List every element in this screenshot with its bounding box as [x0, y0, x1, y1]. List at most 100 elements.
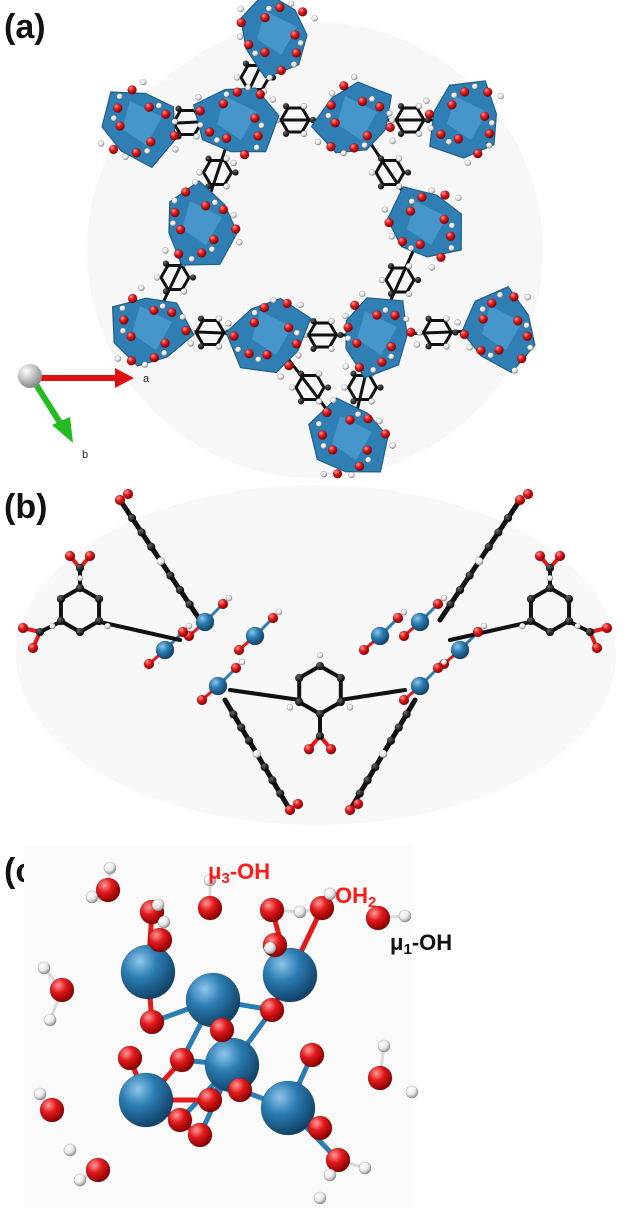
oxygen-atom [260, 47, 270, 58]
panel-b: (b) [4, 485, 616, 825]
oxygen-atom [309, 895, 335, 921]
oxygen-atom [352, 798, 364, 810]
hydrogen-atom [233, 74, 241, 81]
hydrogen-atom [368, 95, 376, 103]
carbon-atom [282, 102, 290, 110]
oxygen-atom [351, 338, 362, 349]
hydrogen-atom [443, 343, 450, 350]
carbon-atom [350, 398, 357, 405]
oxygen-atom [358, 644, 370, 656]
metal-cluster-polyhedron [454, 286, 536, 374]
oxygen-atom [276, 65, 287, 76]
hydrogen-atom [119, 327, 127, 335]
carbon-atom [494, 528, 503, 537]
oxygen-atom [262, 349, 272, 360]
carbon-atom [455, 585, 465, 595]
oxygen-atom [432, 598, 444, 610]
carbon-atom [425, 315, 432, 322]
oxygen-atom [181, 325, 191, 336]
hydrogen-atom [208, 245, 216, 253]
oxygen-atom [436, 129, 446, 140]
oxygen-atom [292, 798, 304, 810]
carbon-atom [94, 616, 104, 626]
oxygen-atom [230, 224, 241, 234]
oxygen-atom [233, 644, 245, 656]
oxygen-atom [169, 1047, 195, 1073]
oxygen-atom [374, 102, 385, 112]
hydrogen-atom [405, 290, 413, 298]
oxygen-atom [227, 1077, 253, 1103]
oxygen-atom [325, 743, 337, 755]
oxygen-atom [166, 307, 177, 318]
oxygen-atom [282, 298, 292, 309]
oxygen-atom [424, 109, 435, 120]
carbon-atom [336, 673, 346, 683]
oxygen-atom [217, 598, 229, 610]
hydrogen-atom [450, 91, 458, 99]
oxygen-atom [84, 550, 96, 562]
oxygen-atom [330, 118, 341, 128]
carbon-atom [386, 736, 396, 746]
oxygen-atom [349, 143, 359, 153]
metal-atom [410, 676, 430, 696]
oxygen-atom [161, 109, 171, 119]
hydrogen-atom [73, 1173, 87, 1187]
oxygen-atom [362, 130, 373, 141]
hydrogen-atom [179, 313, 186, 321]
oxygen-atom [417, 192, 427, 202]
oxygen-atom [167, 1107, 193, 1133]
carbon-atom [310, 345, 317, 353]
hydrogen-atom [297, 39, 305, 47]
carbon-atom [236, 723, 246, 732]
hydrogen-atom [223, 155, 230, 162]
carbon-atom [229, 709, 238, 719]
metal-cluster-polyhedron [111, 284, 195, 368]
oxygen-atom [169, 130, 180, 141]
carbon-atom [297, 398, 305, 405]
oxygen-atom [440, 190, 450, 200]
carbon-atom [526, 616, 536, 626]
hydrogen-atom [368, 398, 375, 405]
oxygen-atom [267, 612, 279, 624]
oxygen-atom [49, 977, 75, 1003]
carbon-atom [94, 594, 104, 604]
hydrogen-atom [428, 187, 435, 194]
mu1-oh-label: μ1-OH [390, 930, 452, 958]
hydrogen-atom [230, 211, 237, 219]
metal-cluster-polyhedron [192, 84, 280, 167]
oxygen-atom [117, 1045, 143, 1071]
carbon-atom [446, 600, 455, 609]
oxygen-atom [522, 331, 533, 342]
carbon-atom [75, 627, 85, 637]
oxygen-atom [17, 622, 29, 634]
hydrogen-atom [286, 704, 294, 711]
carbon-atom [315, 709, 325, 719]
metal-cluster-polyhedron [162, 178, 243, 266]
carbon-atom [564, 594, 574, 604]
metal-atom [410, 612, 430, 632]
oxygen-atom [119, 315, 129, 325]
hydrogen-atom [193, 133, 200, 140]
carbon-atom [282, 130, 290, 138]
hydrogen-atom [103, 861, 117, 875]
oxygen-atom [516, 353, 527, 364]
axis-b-arrowhead [52, 417, 73, 443]
axis-indicator: a b [18, 364, 150, 461]
oxygen-atom [344, 804, 356, 816]
polyhedron-face [407, 201, 447, 245]
hydrogen-atom [122, 153, 129, 161]
oxygen-atom [514, 494, 526, 506]
hydrogen-atom [293, 905, 307, 919]
metal-cluster-polyhedron [225, 296, 312, 380]
oxygen-atom [436, 252, 446, 263]
hydrogen-atom [253, 144, 260, 151]
hydrogen-atom [265, 5, 273, 12]
hydrogen-atom [488, 119, 496, 127]
hydrogen-atom [238, 658, 246, 666]
oxygen-atom [534, 550, 546, 562]
hydrogen-atom [171, 197, 178, 205]
oxygen-atom [307, 1115, 333, 1141]
oxygen-atom [95, 877, 121, 903]
hydrogen-atom [348, 471, 355, 479]
